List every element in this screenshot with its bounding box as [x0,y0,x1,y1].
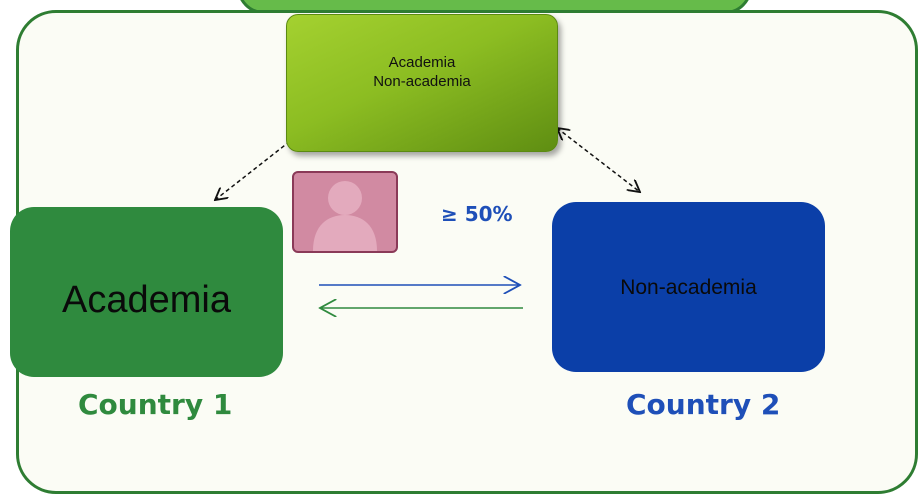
academia-box-label: Academia [62,278,231,321]
academia-box: Academia [10,207,283,377]
central-box-line2: Non-academia [373,73,471,90]
non-academia-box: Non-academia [552,202,825,372]
person-silhouette-icon [292,171,398,253]
dashed-link-right [557,128,640,192]
country-1-label: Country 1 [78,388,233,421]
share-label: ≥ 50% [441,202,513,226]
non-academia-box-label: Non-academia [620,276,757,299]
central-sector-box: Academia Non-academia [286,14,558,152]
central-box-line1: Academia [388,54,456,71]
country-2-label: Country 2 [626,388,781,421]
